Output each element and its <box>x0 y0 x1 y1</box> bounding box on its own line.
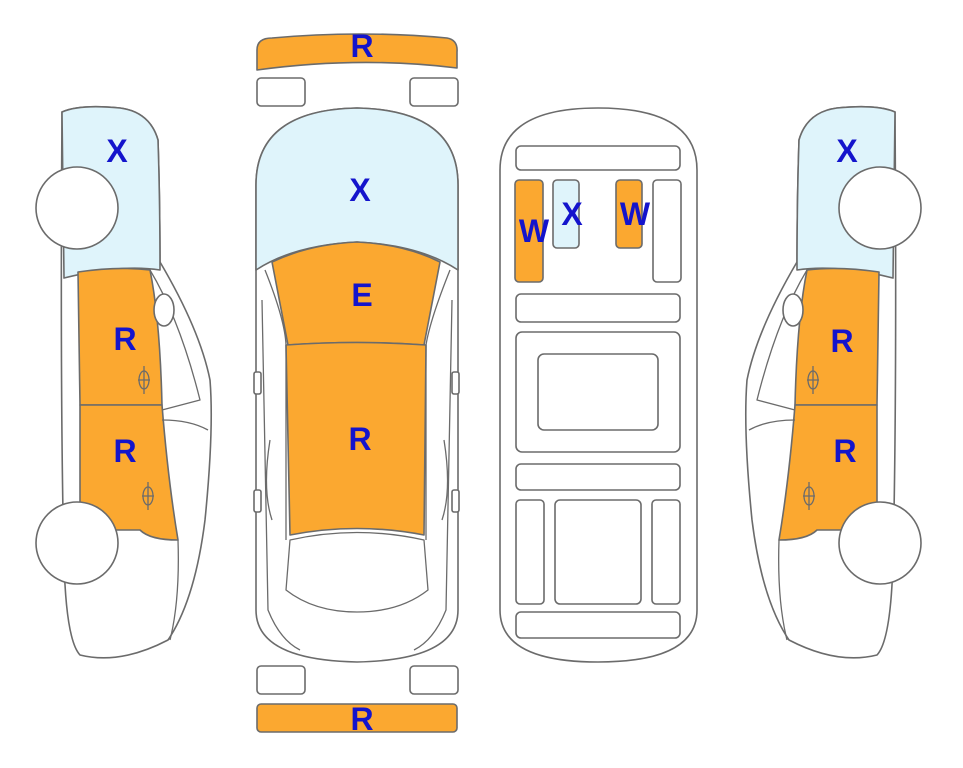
top-left-handle <box>253 489 262 513</box>
right-lower-line <box>748 419 796 431</box>
right-front-door-panel[interactable] <box>794 267 880 406</box>
top-view <box>253 33 460 733</box>
interior-rear-center <box>554 499 642 605</box>
interior-rear-seat-bar <box>515 463 681 491</box>
front-left-light <box>256 77 306 107</box>
right-upper-label: X <box>836 133 858 169</box>
top-left-pillar <box>264 269 287 540</box>
top-left-side <box>261 299 301 651</box>
right-side-view <box>744 105 922 659</box>
right-window-line <box>756 269 808 411</box>
top-hood-label: E <box>351 277 372 313</box>
rear-bumper-label: R <box>350 701 373 737</box>
interior-front-seat-bar <box>515 293 681 323</box>
right-front-door-label: R <box>830 323 853 359</box>
left-rear-line <box>169 539 179 641</box>
interior-rear-right <box>651 499 681 605</box>
top-left-mirror <box>253 371 262 395</box>
rear-bumper-panel[interactable] <box>256 703 458 733</box>
top-right-side <box>413 299 453 651</box>
left-mirror <box>153 293 175 327</box>
right-front-wheel <box>838 166 922 250</box>
top-right-mirror <box>451 371 460 395</box>
top-roof-panel[interactable] <box>285 341 427 536</box>
left-front-handle-knob <box>138 370 150 390</box>
right-front-handle-knob <box>807 370 819 390</box>
labels: R X E R R X R R X R R W X W <box>106 28 858 737</box>
front-bumper-label: R <box>350 28 373 64</box>
left-front-door-panel[interactable] <box>77 267 163 406</box>
right-mirror <box>782 293 804 327</box>
top-right-handle <box>451 489 460 513</box>
front-right-light <box>409 77 459 107</box>
interior-middle-inner <box>537 353 659 431</box>
left-rear-door-panel[interactable] <box>79 404 179 541</box>
right-rear-wheel <box>838 501 922 585</box>
interior-left-panel[interactable] <box>514 179 544 283</box>
front-bumper-panel[interactable] <box>256 33 458 71</box>
interior-right-panel[interactable] <box>615 179 643 249</box>
interior-view <box>499 107 698 663</box>
left-window-line <box>149 269 201 411</box>
left-rear-handle-knob <box>142 486 154 506</box>
rear-right-light <box>409 665 459 695</box>
left-rear-wheel <box>35 501 119 585</box>
right-rear-line <box>778 539 788 641</box>
top-roof-label: R <box>348 421 371 457</box>
right-rear-handle-knob <box>803 486 815 506</box>
rear-left-light <box>256 665 306 695</box>
interior-trunk-bar <box>515 611 681 639</box>
left-side-view <box>35 105 213 659</box>
left-upper-label: X <box>106 133 128 169</box>
top-windshield-label: X <box>349 172 371 208</box>
left-rear-door-label: R <box>113 433 136 469</box>
right-rear-door-panel[interactable] <box>778 404 878 541</box>
top-left-rear-arc <box>265 439 273 521</box>
left-front-door-label: R <box>113 321 136 357</box>
top-right-rear-arc <box>441 439 449 521</box>
interior-dash <box>515 145 681 171</box>
top-right-pillar <box>425 269 451 540</box>
interior-far-right-panel <box>652 179 682 283</box>
right-rear-door-label: R <box>833 433 856 469</box>
left-front-wheel <box>35 166 119 250</box>
interior-center-panel[interactable] <box>552 179 580 249</box>
interior-right-label: W <box>620 196 651 232</box>
left-lower-line <box>161 419 209 431</box>
interior-rear-left <box>515 499 545 605</box>
top-rear-window <box>285 531 429 613</box>
interior-left-label: W <box>519 213 550 249</box>
interior-center-label: X <box>561 196 583 232</box>
